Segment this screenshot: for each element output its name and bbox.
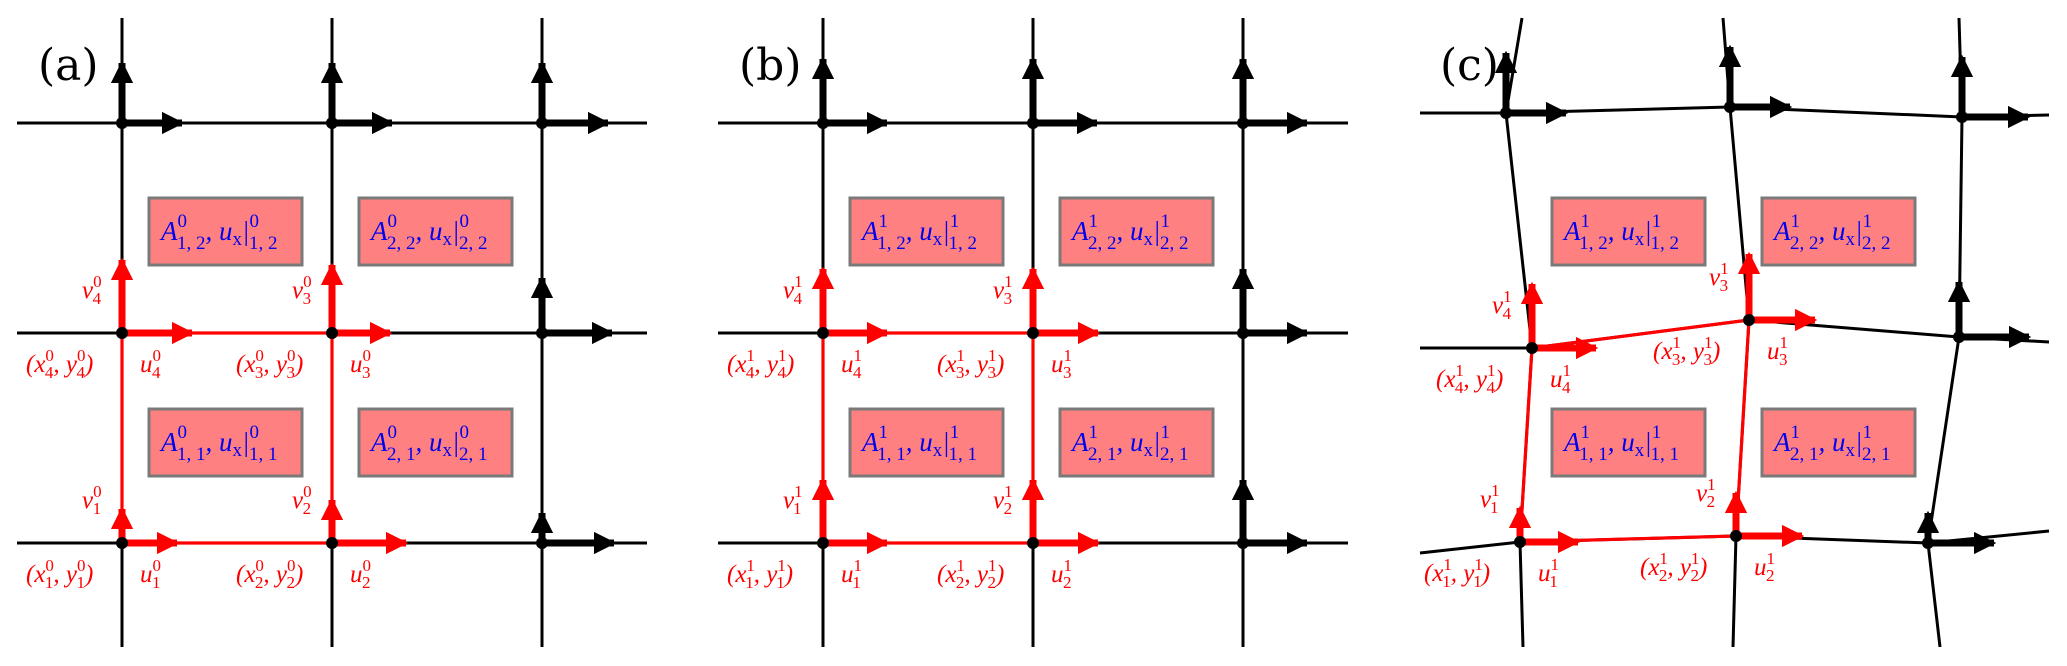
cell-value-box [1550,196,1707,267]
grid-node [1027,537,1039,549]
grid-node [536,327,548,339]
grid-node [1237,327,1249,339]
grid-node [116,117,128,129]
grid-node [536,117,548,129]
cell-value-box [357,407,514,478]
cell-value-box [1760,196,1917,267]
grid-node [1724,101,1736,113]
grid-node [1743,314,1755,326]
grid-node [1956,111,1968,123]
grid-node [1526,342,1538,354]
grid-node [817,117,829,129]
grid-node [817,537,829,549]
grid-node [1953,331,1965,343]
grid-node [116,537,128,549]
grid-node [326,537,338,549]
cell-value-box [1550,407,1707,478]
grid-node [1514,536,1526,548]
grid-node [536,537,548,549]
cell-value-box [1760,407,1917,478]
cell-value-box [1058,407,1215,478]
grid-node [1730,530,1742,542]
panel-label: (b) [739,40,802,91]
grid-node [1237,537,1249,549]
cell-value-box [1058,196,1215,267]
grid-node [1500,107,1512,119]
cell-value-box [147,196,304,267]
grid-node [1237,117,1249,129]
cell-value-box [147,407,304,478]
cell-value-box [848,407,1005,478]
grid-line-vertical [1721,17,1751,648]
grid-node [1922,537,1934,549]
cell-value-box [848,196,1005,267]
cell-value-box [357,196,514,267]
panel-label: (a) [38,40,99,91]
grid-node [326,117,338,129]
grid-node [817,327,829,339]
grid-node [1027,327,1039,339]
grid-node [116,327,128,339]
grid-node [326,327,338,339]
panel-label: (c) [1440,40,1499,91]
grid-node [1027,117,1039,129]
